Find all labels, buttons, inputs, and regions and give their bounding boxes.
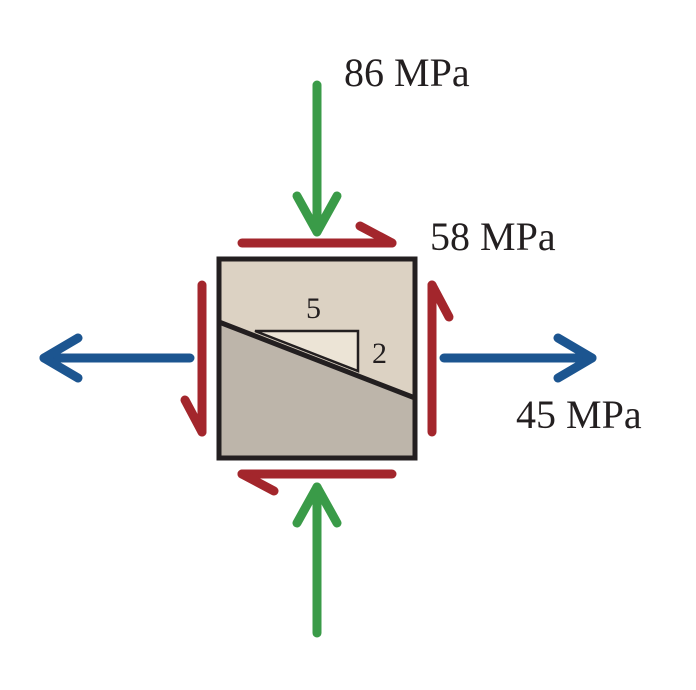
element-upper-region: [219, 259, 415, 398]
bottom-shear-arrow: [237, 469, 397, 496]
left-normal-arrow: [39, 333, 195, 383]
top-normal-arrow: [292, 80, 342, 237]
top-shear-arrow: [237, 221, 397, 248]
vertical-stress-label: 86 MPa: [344, 50, 470, 95]
shear-stress-label: 58 MPa: [430, 214, 556, 259]
horizontal-stress-label: 45 MPa: [516, 392, 642, 437]
element-lower-region: [219, 322, 415, 458]
slope-rise-label: 2: [372, 337, 387, 370]
bottom-normal-arrow: [292, 482, 342, 638]
slope-triangle: [254, 329, 360, 373]
slope-run-label: 5: [306, 292, 321, 325]
stress-element-square: [216, 256, 418, 461]
right-shear-arrow: [427, 280, 454, 437]
right-normal-arrow: [439, 333, 597, 383]
inclined-plane-line: [216, 319, 418, 401]
left-shear-arrow: [180, 280, 207, 437]
